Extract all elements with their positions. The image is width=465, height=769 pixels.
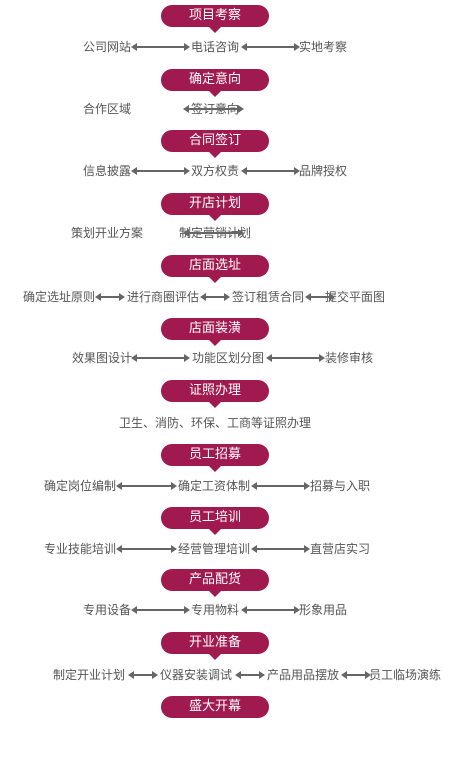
stage-title: 产品配货	[188, 572, 241, 587]
stage-title: 确定意向	[188, 72, 241, 87]
double-arrow-icon	[235, 671, 265, 679]
stage-title: 店面装潢	[188, 321, 241, 336]
down-pointer	[209, 91, 221, 97]
stage-title: 盛大开幕	[188, 699, 241, 714]
stage-steps-row: 制定开业计划 仪器安装调试 产品用品摆放 员工临场演练	[0, 666, 465, 684]
stage-title-pill: 产品配货	[161, 569, 269, 597]
stage-title-pill: 证照办理	[161, 380, 269, 408]
stage-title-pill: 合同签订	[161, 130, 269, 158]
double-arrow-icon	[131, 43, 190, 51]
step-label: 签订租赁合同	[231, 290, 305, 304]
step-label: 信息披露	[82, 164, 132, 178]
double-arrow-icon	[241, 43, 300, 51]
down-pointer	[209, 529, 221, 535]
down-pointer	[209, 591, 221, 597]
stage-title: 合同签订	[188, 133, 241, 148]
double-arrow-icon	[341, 671, 371, 679]
step-label: 电话咨询	[190, 40, 240, 54]
down-pointer	[209, 340, 221, 346]
stage-title-pill: 开业准备	[161, 632, 269, 660]
double-arrow-icon	[128, 671, 158, 679]
double-arrow-icon	[116, 482, 177, 490]
double-arrow-icon	[251, 545, 310, 553]
step-label: 提交平面图	[324, 290, 386, 304]
step-label: 装修审核	[324, 351, 374, 365]
stage-title-pill: 盛大开幕	[161, 696, 269, 718]
stage-title-pill: 店面装潢	[161, 318, 269, 346]
double-arrow-icon	[251, 482, 310, 490]
stage-title-pill: 店面选址	[161, 255, 269, 283]
stage-title-pill: 员工招募	[161, 444, 269, 472]
double-arrow-icon	[116, 545, 177, 553]
step-label: 双方权责	[190, 164, 240, 178]
step-label: 专用物料	[190, 603, 240, 617]
double-arrow-icon	[131, 354, 190, 362]
down-pointer	[209, 466, 221, 472]
double-arrow-icon	[241, 167, 300, 175]
step-label: 功能区划分图	[191, 351, 265, 365]
double-arrow-icon	[131, 167, 190, 175]
stage-title-pill: 确定意向	[161, 69, 269, 97]
step-label: 制定开业计划	[52, 668, 126, 682]
stage-title: 员工培训	[188, 510, 241, 525]
stage-steps-row: 专用设备 专用物料 形象用品	[0, 601, 465, 619]
stage-title-pill: 项目考察	[161, 5, 269, 33]
step-label: 实地考察	[298, 40, 348, 54]
down-pointer	[209, 152, 221, 158]
step-label: 产品用品摆放	[266, 668, 340, 682]
stage-title-pill: 开店计划	[161, 193, 269, 221]
stage-title: 开业准备	[188, 635, 241, 650]
step-label: 效果图设计	[71, 351, 133, 365]
step-label: 确定工资体制	[177, 479, 251, 493]
stage-steps-row: 公司网站 电话咨询 实地考察	[0, 38, 465, 56]
double-arrow-icon	[266, 354, 325, 362]
stage-steps-row: 合作区域签订意向	[0, 100, 465, 118]
step-label: 员工临场演练	[368, 668, 442, 682]
step-label: 确定选址原则	[22, 290, 96, 304]
stage-steps-row: 确定岗位编制 确定工资体制 招募与入职	[0, 477, 465, 495]
step-label: 形象用品	[298, 603, 348, 617]
step-label: 招募与入职	[309, 479, 371, 493]
double-arrow-icon	[200, 293, 230, 301]
stage-steps-row: 效果图设计 功能区划分图 装修审核	[0, 349, 465, 367]
stage-title-pill: 员工培训	[161, 507, 269, 535]
double-arrow-icon	[305, 293, 335, 301]
stage-steps-row: 策划开业方案制定营销计划	[0, 224, 465, 242]
step-label: 直营店实习	[309, 542, 371, 556]
stage-title: 员工招募	[188, 447, 241, 462]
double-arrow-icon	[183, 229, 244, 237]
step-label: 品牌授权	[298, 164, 348, 178]
stage-title: 项目考察	[188, 8, 241, 23]
step-label: 策划开业方案	[70, 226, 144, 240]
double-arrow-icon	[241, 606, 300, 614]
down-pointer	[209, 402, 221, 408]
down-pointer	[209, 215, 221, 221]
step-label: 卫生、消防、环保、工商等证照办理	[118, 416, 312, 430]
down-pointer	[209, 277, 221, 283]
stage-title: 证照办理	[188, 383, 241, 398]
step-label: 专业技能培训	[43, 542, 117, 556]
stage-steps-row: 确定选址原则 进行商圈评估 签订租赁合同 提交平面图	[0, 288, 465, 306]
step-label: 经营管理培训	[177, 542, 251, 556]
down-pointer	[209, 27, 221, 33]
step-label: 公司网站	[82, 40, 132, 54]
stage-title: 开店计划	[188, 196, 241, 211]
stage-steps-row: 专业技能培训 经营管理培训 直营店实习	[0, 540, 465, 558]
step-label: 合作区域	[82, 102, 132, 116]
step-label: 确定岗位编制	[43, 479, 117, 493]
double-arrow-icon	[183, 105, 244, 113]
stage-title: 店面选址	[188, 258, 241, 273]
step-label: 专用设备	[82, 603, 132, 617]
step-label: 进行商圈评估	[126, 290, 200, 304]
down-pointer	[209, 654, 221, 660]
double-arrow-icon	[95, 293, 125, 301]
double-arrow-icon	[131, 606, 190, 614]
step-label: 仪器安装调试	[159, 668, 233, 682]
stage-steps-row: 卫生、消防、环保、工商等证照办理	[0, 414, 465, 432]
stage-steps-row: 信息披露 双方权责 品牌授权	[0, 162, 465, 180]
